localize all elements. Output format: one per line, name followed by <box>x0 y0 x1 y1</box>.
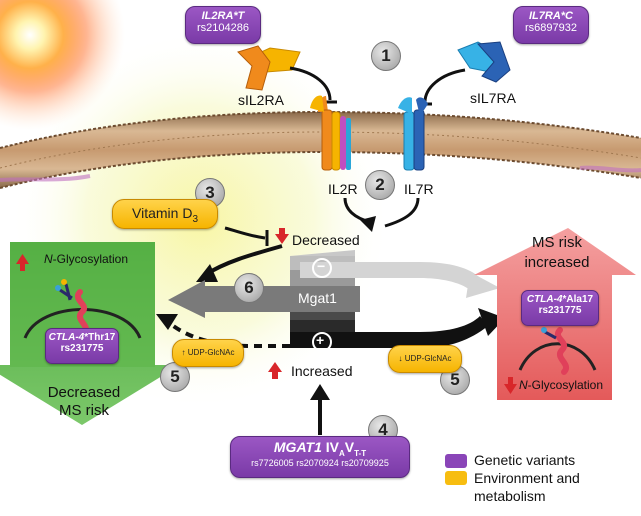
left-glyco-n: N <box>44 252 53 266</box>
ctla4-thr17-protein-icon <box>55 279 89 337</box>
vitamin-d-badge: Vitamin D3 <box>112 199 218 229</box>
membrane-midline <box>0 131 641 169</box>
minus-sign: − <box>317 258 326 274</box>
increased-risk-label-1: MS risk <box>532 234 582 251</box>
mgat1-v-label: V <box>344 439 355 455</box>
legend-env-label-1: Environment and <box>474 470 580 486</box>
sil7ra-label: sIL7RA <box>470 90 516 106</box>
decreased-arrowhead <box>196 264 218 282</box>
il2r-receptor-icon <box>310 95 351 171</box>
sun-icon <box>0 0 125 130</box>
ctla4-thr17-badge: CTLA-4*Thr17 rs231775 <box>45 328 119 364</box>
il7r-receptor-icon <box>398 97 428 171</box>
udp-glcnac-right-label: UDP-GlcNAc <box>404 354 452 363</box>
increased-up-arrow-icon <box>268 362 282 379</box>
decreased-risk-label-2: MS risk <box>59 402 109 419</box>
mgat1-iv-sub: A <box>338 448 345 458</box>
red-membrane-arc <box>518 342 597 371</box>
bottom-black-arrowhead <box>478 308 505 336</box>
sil7ra-inhibit-line <box>423 68 466 103</box>
mgat1-up-arrowhead <box>310 384 330 400</box>
mgat1-label: Mgat1 <box>298 290 337 306</box>
udp-glcnac-left-label: UDP-GlcNAc <box>187 348 235 357</box>
mgat1-iv-label: IV <box>325 439 339 455</box>
decreased-risk-label-1: Decreased <box>47 384 121 401</box>
mgat1-gene-label: MGAT1 <box>273 439 322 455</box>
membrane-pink-right <box>579 165 641 173</box>
plus-circle <box>312 332 332 352</box>
dashed-left-arrowhead <box>156 314 178 330</box>
legend-env-label-2: metabolism <box>474 488 546 504</box>
udp-left-up-arrow-icon: ↑ <box>181 348 186 357</box>
vitamin-d-label: Vitamin D <box>132 205 193 221</box>
plus-sign: + <box>316 332 325 348</box>
legend-env-swatch <box>445 471 467 485</box>
green-glyco-up-arrow-icon <box>16 254 29 271</box>
ctla4-ala17-protein-icon <box>541 327 569 375</box>
step-2-badge: 2 <box>365 170 395 200</box>
sil2ra-inhibit-line <box>289 66 332 101</box>
decreased-down-arrow-icon <box>275 228 289 244</box>
legend-genetic-label: Genetic variants <box>474 452 576 468</box>
cell-membrane <box>0 112 641 188</box>
ctla4-ala17-gene: CTLA-4 <box>526 294 563 305</box>
decreased-label: Decreased <box>292 232 360 248</box>
udp-glcnac-right-badge: ↓ UDP-GlcNAc <box>388 345 462 373</box>
sil2ra-label: sIL2RA <box>238 92 284 108</box>
sil2ra-ligand-icon <box>237 45 301 91</box>
il7r-signal-arrow <box>384 197 420 228</box>
minus-circle <box>312 258 332 278</box>
top-gray-arrowhead <box>466 272 500 298</box>
ctla4-thr17-variant: *Thr17 <box>84 332 116 343</box>
red-glyco-down-arrow-icon <box>504 377 517 394</box>
il7ra-variant-label: IL7RA*C <box>528 10 573 22</box>
mgat1-variant-badge: MGAT1 IVAVT-T rs7726005 rs2070924 rs2070… <box>230 436 410 478</box>
udp-glcnac-left-badge: ↑ UDP-GlcNAc <box>172 339 244 367</box>
ctla4-thr17-rs: rs231775 <box>60 343 104 354</box>
vitamin-d-inhibit-line <box>224 226 266 240</box>
vitamin-d-subscript: 3 <box>192 213 198 225</box>
right-glyco-n: N <box>519 378 528 392</box>
il7ra-rs-label: rs6897932 <box>525 22 577 34</box>
membrane-pink-left <box>0 174 91 182</box>
right-glyco-suffix: -Glycosylation <box>527 378 604 392</box>
step-1-badge: 1 <box>371 41 401 71</box>
il2r-label: IL2R <box>328 181 358 197</box>
mgat1-left-arrow <box>168 280 360 318</box>
sil7ra-ligand-icon <box>457 41 511 83</box>
mgat1-v-sub: T-T <box>354 448 367 458</box>
ctla4-ala17-badge: CTLA-4*Ala17 rs231775 <box>521 290 599 326</box>
left-glycosylation-label: N-Glycosylation <box>44 252 128 266</box>
legend-genetic-swatch <box>445 454 467 468</box>
signal-arrowhead <box>360 216 376 232</box>
ctla4-ala17-variant: *Ala17 <box>562 294 594 305</box>
left-glyco-suffix: -Glycosylation <box>52 252 129 266</box>
mgat1-rs2: rs2070924 <box>296 457 339 468</box>
il2ra-rs-label: rs2104286 <box>197 22 249 34</box>
dashed-left-arrow <box>166 320 290 348</box>
ctla4-ala17-rs: rs231775 <box>538 305 582 316</box>
mgat1-rs1: rs7726005 <box>251 457 294 468</box>
increased-risk-label-2: increased <box>524 254 590 271</box>
right-glycosylation-label: N-Glycosylation <box>519 378 603 392</box>
increased-label: Increased <box>291 363 353 379</box>
ctla4-thr17-gene: CTLA-4 <box>48 332 85 343</box>
il7ra-variant-badge: IL7RA*C rs6897932 <box>513 6 589 44</box>
il7r-label: IL7R <box>404 181 434 197</box>
mgat1-rs3: rs20709925 <box>341 457 389 468</box>
il2ra-variant-badge: IL2RA*T rs2104286 <box>185 6 261 44</box>
top-gray-arrow <box>300 262 480 290</box>
step-6-badge: 6 <box>234 273 264 303</box>
membrane-inner-edge <box>0 150 641 189</box>
udp-right-down-arrow-icon: ↓ <box>398 354 403 363</box>
il2ra-variant-label: IL2RA*T <box>201 10 245 22</box>
bottom-black-arrow <box>290 316 488 348</box>
